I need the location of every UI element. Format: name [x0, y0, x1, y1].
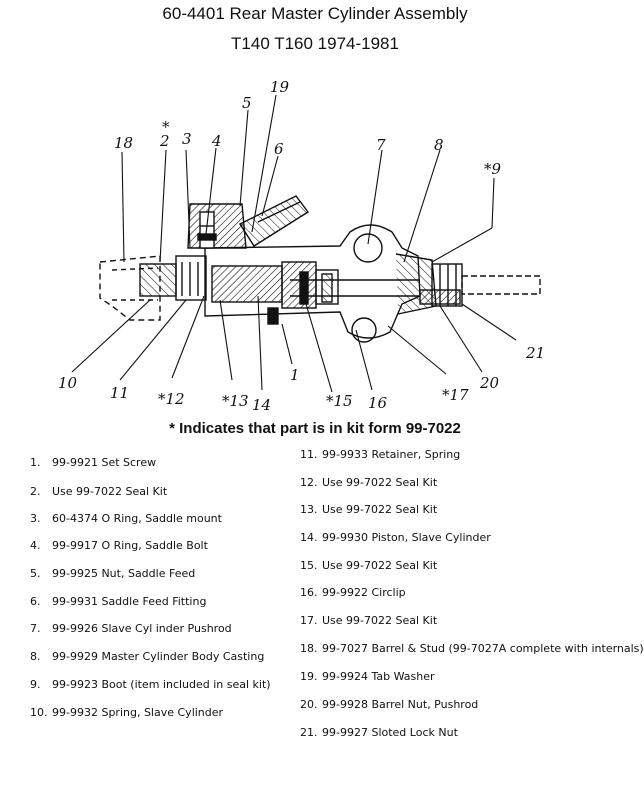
kit-note: * Indicates that part is in kit form 99-…	[169, 420, 461, 437]
list-item: 8. 99-9929 Master Cylinder Body Casting	[30, 650, 264, 663]
saddle-feed-fitting-6	[238, 195, 310, 247]
item-number: 3.	[30, 512, 41, 525]
item-desc: 99-9929 Master Cylinder Body Casting	[52, 650, 265, 663]
callout-3: 3	[182, 130, 192, 148]
item-desc: 99-9930 Piston, Slave Cylinder	[322, 531, 491, 544]
item-desc: 99-9924 Tab Washer	[322, 670, 435, 683]
assembly-drawing	[99, 195, 541, 343]
list-item: 13. Use 99-7022 Seal Kit	[300, 503, 437, 516]
list-item: 18. 99-7027 Barrel & Stud (99-7027A compl…	[300, 642, 644, 655]
callout-20: 20	[479, 374, 500, 392]
item-desc: 99-9921 Set Screw	[52, 456, 157, 469]
master-cylinder-diagram: 18 2 * 3 4 5 19 6 7 8 *9 10 11 *12 *13 1…	[58, 78, 545, 414]
item-desc: 99-7027 Barrel & Stud (99-7027A complete…	[322, 642, 644, 655]
callout-8: 8	[434, 136, 444, 154]
item-desc: 99-9923 Boot (item included in seal kit)	[52, 678, 271, 691]
item-desc: 99-9927 Sloted Lock Nut	[322, 726, 458, 739]
item-number: 18.	[300, 642, 318, 655]
callout-18: 18	[114, 134, 133, 152]
page-subtitle: T140 T160 1974-1981	[231, 34, 399, 53]
set-screw-1	[267, 307, 279, 325]
callout-2-star: *	[162, 118, 170, 136]
seal-part-2	[139, 263, 177, 297]
list-item: 16. 99-9922 Circlip	[300, 586, 406, 599]
item-number: 19.	[300, 670, 318, 683]
item-desc: 99-9928 Barrel Nut, Pushrod	[322, 698, 479, 711]
list-item: 15. Use 99-7022 Seal Kit	[300, 559, 437, 572]
list-item: 20. 99-9928 Barrel Nut, Pushrod	[300, 698, 478, 711]
list-item: 17. Use 99-7022 Seal Kit	[300, 614, 437, 627]
list-item: 11. 99-9933 Retainer, Spring	[300, 448, 460, 461]
item-desc: 99-9932 Spring, Slave Cylinder	[52, 706, 224, 719]
item-number: 8.	[30, 650, 41, 663]
boot-9	[395, 253, 437, 315]
item-number: 17.	[300, 614, 318, 627]
list-item: 12. Use 99-7022 Seal Kit	[300, 476, 437, 489]
item-desc: Use 99-7022 Seal Kit	[322, 503, 438, 516]
item-number: 21.	[300, 726, 318, 739]
item-number: 10.	[30, 706, 48, 719]
callout-19: 19	[270, 78, 290, 96]
callout-labels: 18 2 * 3 4 5 19 6 7 8 *9 10 11 *12 *13 1…	[58, 78, 545, 414]
callout-4: 4	[211, 132, 222, 150]
item-desc: 99-9925 Nut, Saddle Feed	[52, 567, 196, 580]
list-item: 3. 60-4374 O Ring, Saddle mount	[30, 512, 222, 525]
item-desc: Use 99-7022 Seal Kit	[52, 485, 168, 498]
callout-2: 2	[159, 132, 170, 150]
pushrod	[461, 275, 541, 295]
list-item: 21. 99-9927 Sloted Lock Nut	[300, 726, 458, 739]
piston-14	[211, 265, 283, 303]
item-number: 5.	[30, 567, 41, 580]
list-item: 6. 99-9931 Saddle Feed Fitting	[30, 595, 206, 608]
item-desc: 60-4374 O Ring, Saddle mount	[52, 512, 222, 525]
page-title: 60-4401 Rear Master Cylinder Assembly	[162, 4, 468, 23]
saddle-mount	[187, 203, 247, 249]
callout-13: *13	[222, 392, 249, 410]
callout-9: *9	[484, 160, 502, 178]
list-item: 7. 99-9926 Slave Cyl inder Pushrod	[30, 622, 232, 635]
callout-15: *15	[326, 392, 353, 410]
callout-12: *12	[158, 390, 185, 408]
item-desc: 99-9931 Saddle Feed Fitting	[52, 595, 207, 608]
item-number: 16.	[300, 586, 318, 599]
item-number: 15.	[300, 559, 318, 572]
item-desc: 99-9926 Slave Cyl inder Pushrod	[52, 622, 232, 635]
item-desc: 99-9922 Circlip	[322, 586, 406, 599]
callout-14: 14	[252, 396, 271, 414]
list-item: 19. 99-9924 Tab Washer	[300, 670, 434, 683]
callout-6: 6	[274, 140, 284, 158]
item-desc: Use 99-7022 Seal Kit	[322, 559, 438, 572]
item-number: 7.	[30, 622, 41, 635]
item-desc: 99-9933 Retainer, Spring	[322, 448, 461, 461]
callout-7: 7	[376, 136, 386, 154]
item-desc: 99-9917 O Ring, Saddle Bolt	[52, 539, 208, 552]
item-number: 6.	[30, 595, 41, 608]
item-number: 2.	[30, 485, 41, 498]
leader-lines	[71, 94, 517, 393]
item-desc: Use 99-7022 Seal Kit	[322, 476, 438, 489]
item-desc: Use 99-7022 Seal Kit	[322, 614, 438, 627]
callout-21: 21	[525, 344, 545, 362]
callout-1: 1	[290, 366, 300, 384]
list-item: 4. 99-9917 O Ring, Saddle Bolt	[30, 539, 208, 552]
item-number: 13.	[300, 503, 318, 516]
callout-5: 5	[242, 94, 252, 112]
list-item: 1. 99-9921 Set Screw	[30, 456, 156, 469]
list-item: 9. 99-9923 Boot (item included in seal ki…	[30, 678, 271, 691]
item-number: 9.	[30, 678, 41, 691]
item-number: 11.	[300, 448, 318, 461]
item-number: 14.	[300, 531, 318, 544]
list-item: 14. 99-9930 Piston, Slave Cylinder	[300, 531, 491, 544]
list-item: 10. 99-9932 Spring, Slave Cylinder	[30, 706, 223, 719]
item-number: 12.	[300, 476, 318, 489]
callout-17: *17	[442, 386, 469, 404]
list-item: 2. Use 99-7022 Seal Kit	[30, 485, 167, 498]
callout-11: 11	[110, 384, 129, 402]
item-number: 4.	[30, 539, 41, 552]
item-number: 20.	[300, 698, 318, 711]
callout-10: 10	[58, 374, 78, 392]
callout-16: 16	[368, 394, 388, 412]
item-number: 1.	[30, 456, 41, 469]
list-item: 5. 99-9925 Nut, Saddle Feed	[30, 567, 195, 580]
